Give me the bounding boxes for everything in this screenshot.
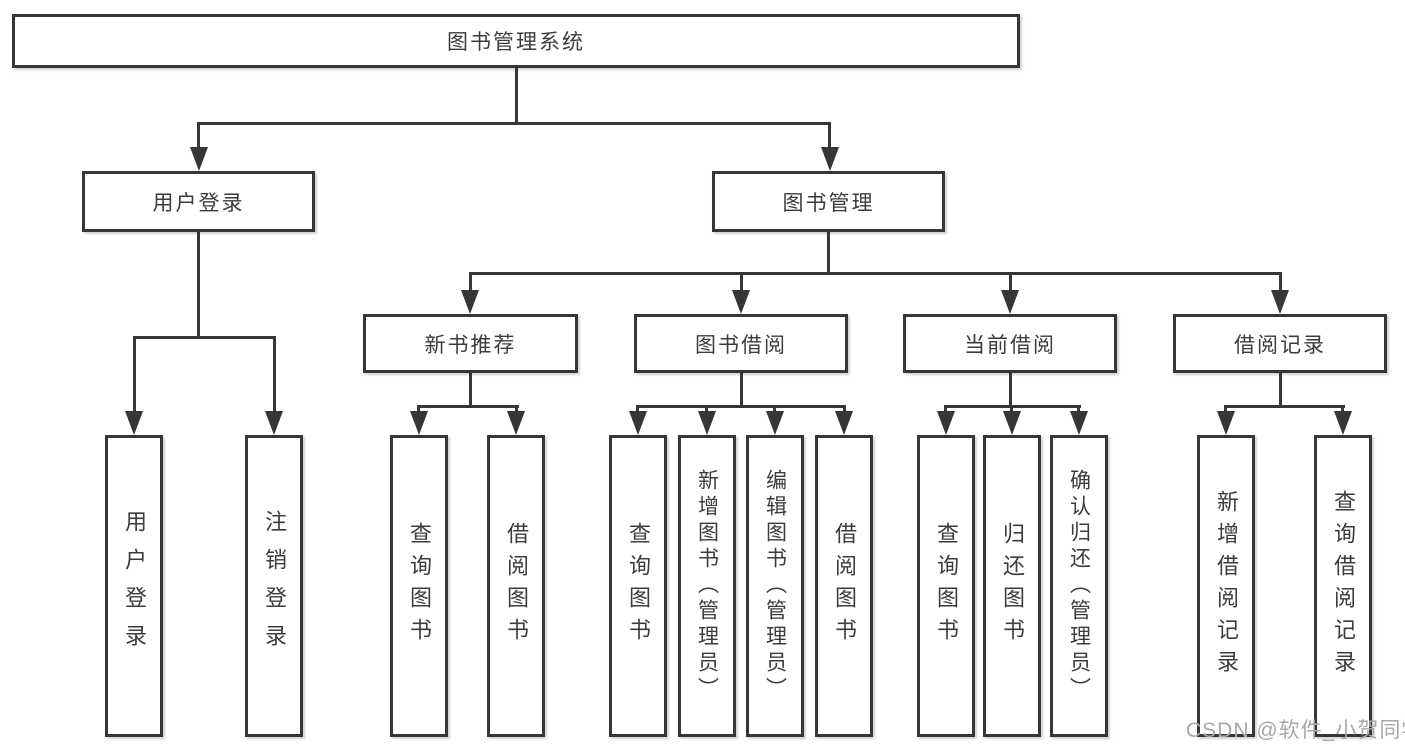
node-label: 归还图书 [1000, 522, 1025, 650]
connector-arrow-icon [1003, 411, 1021, 435]
node-label: 图书管理 [782, 191, 875, 215]
node-label: 借阅图书 [504, 522, 529, 650]
connector-line [515, 68, 518, 122]
node-label: 查询借阅记录 [1331, 490, 1356, 682]
node-label: 编辑图书（管理员） [763, 469, 787, 703]
csdn-watermark: CSDN @软件_小贺同学 [1186, 719, 1405, 742]
node-leaf-nbr-query-books: 查询图书 [390, 435, 448, 737]
node-leaf-bb-edit-books-admin: 编辑图书（管理员） [746, 435, 804, 737]
connector-line [1010, 405, 1013, 413]
node-label: 查询图书 [407, 522, 432, 650]
connector-arrow-icon [1217, 411, 1235, 435]
connector-line [843, 405, 846, 413]
connector-arrow-icon [835, 411, 853, 435]
connector-line [1279, 373, 1282, 405]
connector-arrow-icon [732, 290, 750, 314]
node-leaf-user-login: 用户登录 [105, 435, 163, 737]
connector-arrow-icon [1271, 290, 1289, 314]
connector-arrow-icon [507, 411, 525, 435]
node-label: 图书管理系统 [447, 31, 585, 54]
connector-line [827, 232, 830, 272]
connector-arrow-icon [629, 411, 647, 435]
connector-arrow-icon [190, 147, 208, 171]
connector-line [636, 405, 846, 408]
node-label: 当前借阅 [964, 333, 1056, 357]
connector-arrow-icon [766, 411, 784, 435]
connector-line [417, 405, 420, 413]
node-label: 查询图书 [934, 522, 959, 650]
node-new-book-recommend: 新书推荐 [363, 314, 578, 373]
node-label: 确认归还（管理员） [1067, 469, 1091, 703]
connector-line [469, 272, 1282, 275]
connector-line [705, 405, 708, 413]
connector-arrow-icon [1001, 290, 1019, 314]
node-label: 新书推荐 [424, 333, 517, 357]
connector-arrow-icon [265, 411, 283, 435]
connector-line [469, 272, 472, 290]
connector-line [1009, 373, 1012, 405]
node-leaf-logout: 注销登录 [245, 435, 303, 737]
connector-line [273, 336, 276, 411]
connector-line [133, 336, 276, 339]
connector-line [197, 122, 831, 125]
node-leaf-cb-return-books: 归还图书 [983, 435, 1041, 737]
node-book-borrowing: 图书借阅 [634, 314, 848, 373]
node-label: 查询图书 [626, 522, 651, 650]
connector-line [1224, 405, 1227, 413]
node-leaf-bb-borrow-books: 借阅图书 [815, 435, 873, 737]
node-label: 借阅图书 [832, 522, 857, 650]
node-user-login-group: 用户登录 [82, 171, 315, 232]
connector-arrow-icon [1070, 411, 1088, 435]
node-leaf-cb-query-books: 查询图书 [917, 435, 975, 737]
connector-line [417, 405, 519, 408]
node-leaf-nbr-borrow-books: 借阅图书 [487, 435, 545, 737]
connector-line [515, 405, 518, 413]
node-library-system: 图书管理系统 [12, 14, 1020, 68]
connector-line [1279, 272, 1282, 290]
connector-line [1077, 405, 1080, 413]
connector-line [197, 232, 200, 336]
connector-line [773, 405, 776, 413]
node-leaf-bb-query-books: 查询图书 [609, 435, 667, 737]
connector-arrow-icon [1334, 411, 1352, 435]
node-leaf-cb-confirm-return-admin: 确认归还（管理员） [1050, 435, 1108, 737]
node-borrowing-records: 借阅记录 [1173, 314, 1387, 373]
node-current-borrowing: 当前借阅 [903, 314, 1117, 373]
node-label: 图书借阅 [695, 333, 787, 357]
node-leaf-br-add-record: 新增借阅记录 [1197, 435, 1255, 737]
connector-line [197, 122, 200, 147]
node-label: 新增图书（管理员） [695, 469, 719, 703]
connector-line [828, 122, 831, 147]
node-label: 用户登录 [122, 510, 147, 662]
connector-line [469, 373, 472, 405]
connector-line [1009, 272, 1012, 290]
node-label: 注销登录 [262, 510, 287, 662]
connector-line [133, 336, 136, 411]
connector-arrow-icon [821, 147, 839, 171]
connector-arrow-icon [937, 411, 955, 435]
connector-line [636, 405, 639, 413]
node-leaf-bb-add-books-admin: 新增图书（管理员） [678, 435, 736, 737]
node-leaf-br-query-record: 查询借阅记录 [1314, 435, 1372, 737]
node-label: 借阅记录 [1234, 333, 1326, 357]
connector-arrow-icon [698, 411, 716, 435]
connector-arrow-icon [125, 411, 143, 435]
node-label: 新增借阅记录 [1214, 490, 1239, 682]
connector-line [1341, 405, 1344, 413]
connector-arrow-icon [461, 290, 479, 314]
node-book-management: 图书管理 [712, 171, 945, 232]
connector-line [944, 405, 947, 413]
node-label: 用户登录 [152, 191, 245, 215]
connector-line [740, 272, 743, 290]
connector-line [740, 373, 743, 405]
connector-line [1224, 405, 1345, 408]
connector-arrow-icon [410, 411, 428, 435]
